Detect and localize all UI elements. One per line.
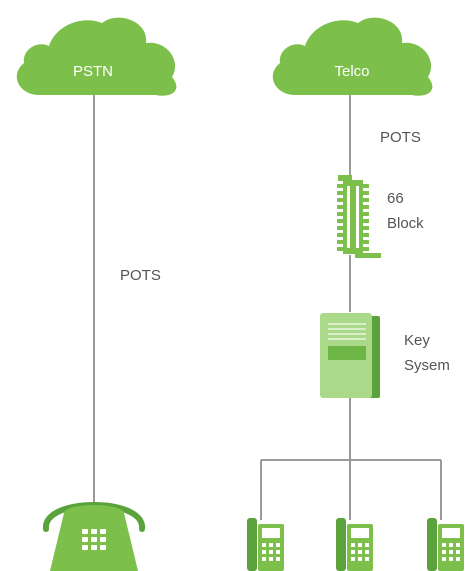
- ext-phone-1-screen: [262, 528, 280, 538]
- phone-cradle: [64, 505, 124, 521]
- cloud-icon: Telco: [272, 17, 433, 96]
- ip-phone-icon: [427, 518, 464, 571]
- ip-phone-icon: [247, 518, 284, 571]
- pstn-cloud-shape: [16, 17, 177, 96]
- key-system-unit-icon: [320, 313, 380, 398]
- ext-phone-3-keys: [442, 543, 460, 561]
- pstn-label: PSTN: [73, 63, 113, 80]
- key-system-label-line1: Key: [404, 332, 430, 349]
- phone-keypad: [82, 529, 106, 550]
- ext-phone-3-handset: [427, 518, 437, 571]
- desk-phone-icon: [43, 502, 145, 571]
- block-label-line1: 66: [387, 190, 404, 207]
- telco-label: Telco: [334, 63, 369, 80]
- block-clip-rows: [337, 184, 369, 251]
- ext-phone-2-keys: [351, 543, 369, 561]
- block-clip-gaps: [347, 186, 359, 248]
- connection-lines: [93, 95, 442, 520]
- key-system-label-line2: Sysem: [404, 357, 450, 374]
- ext-phone-2-handset: [336, 518, 346, 571]
- block-label-line2: Block: [387, 215, 424, 232]
- telco-cloud-shape: [272, 17, 433, 96]
- key-system-panel: [328, 346, 366, 360]
- pstn-pots-label: POTS: [120, 267, 161, 284]
- ext-phone-1-keys: [262, 543, 280, 561]
- ext-phone-2-screen: [351, 528, 369, 538]
- ext-phone-1-handset: [247, 518, 257, 571]
- block-bottom-tab: [355, 253, 381, 258]
- ip-phone-icon: [336, 518, 373, 571]
- punch-down-block-icon: [337, 175, 381, 258]
- cloud-icon: PSTN: [16, 17, 177, 96]
- ext-phone-3-screen: [442, 528, 460, 538]
- key-system-vents: [328, 323, 366, 340]
- block-top-tab: [338, 175, 352, 181]
- telco-pots-label: POTS: [380, 129, 421, 146]
